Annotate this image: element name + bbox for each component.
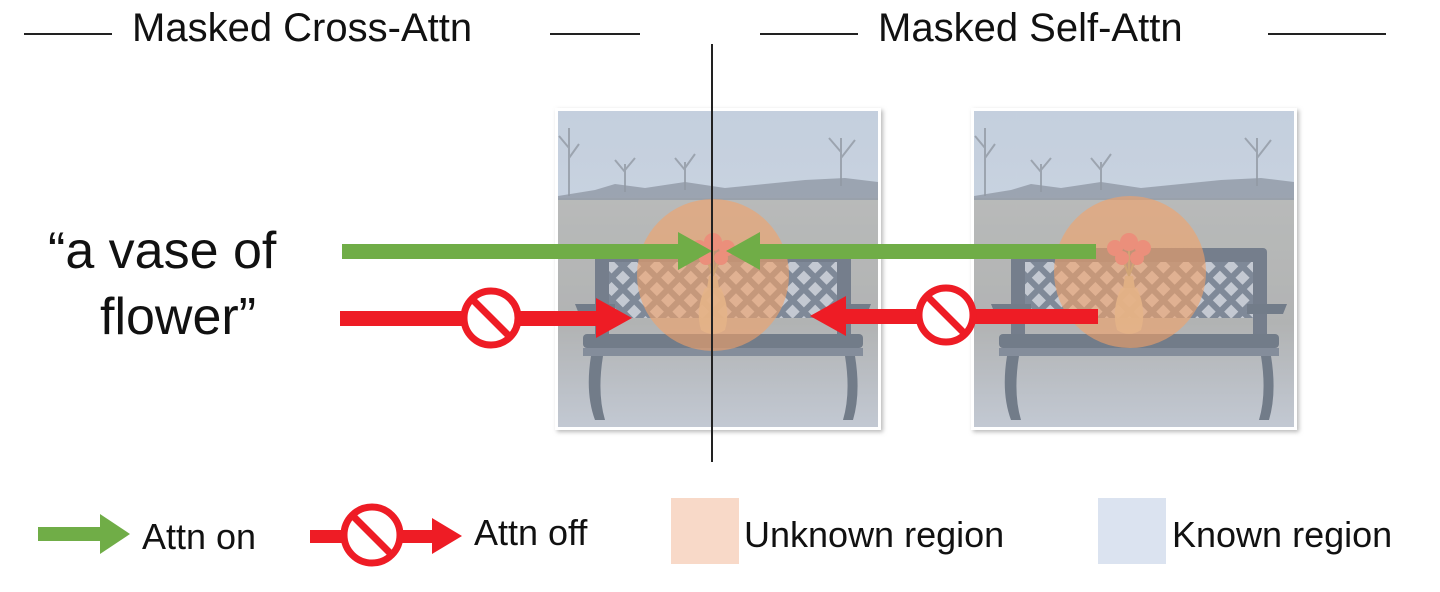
legend-attn-on-arrow-icon [38, 514, 130, 554]
text-prompt: “a vase of flower” [48, 218, 276, 350]
header-left-rule-a [24, 33, 112, 35]
attn-on-arrow-self [726, 232, 1096, 270]
attn-on-arrow-cross [342, 232, 712, 270]
attn-off-arrow-cross [340, 287, 632, 349]
masked-self-attn-title: Masked Self-Attn [878, 6, 1183, 50]
prompt-line-1: “a vase of [48, 222, 277, 280]
no-entry-icon [915, 284, 977, 346]
unknown-region-left [637, 199, 789, 351]
legend-known-label: Known region [1172, 514, 1393, 555]
legend-attn-off-arrow-icon [310, 503, 462, 567]
no-entry-icon [460, 287, 522, 349]
header-left-rule-b [550, 33, 640, 35]
legend-attn-on-label: Attn on [142, 516, 257, 557]
legend-known-swatch [1098, 498, 1166, 564]
prompt-line-2: flower” [100, 288, 257, 346]
header-right-rule-b [1268, 33, 1386, 35]
legend-attn-off-label: Attn off [474, 512, 588, 553]
masked-cross-attn-title: Masked Cross-Attn [132, 6, 473, 50]
legend-unknown-label: Unknown region [744, 514, 1005, 555]
unknown-region-right [1054, 196, 1206, 348]
header-right-rule-a [760, 33, 858, 35]
legend-unknown-swatch [671, 498, 739, 564]
attn-off-arrow-self [810, 284, 1098, 346]
panel-divider [711, 44, 713, 462]
